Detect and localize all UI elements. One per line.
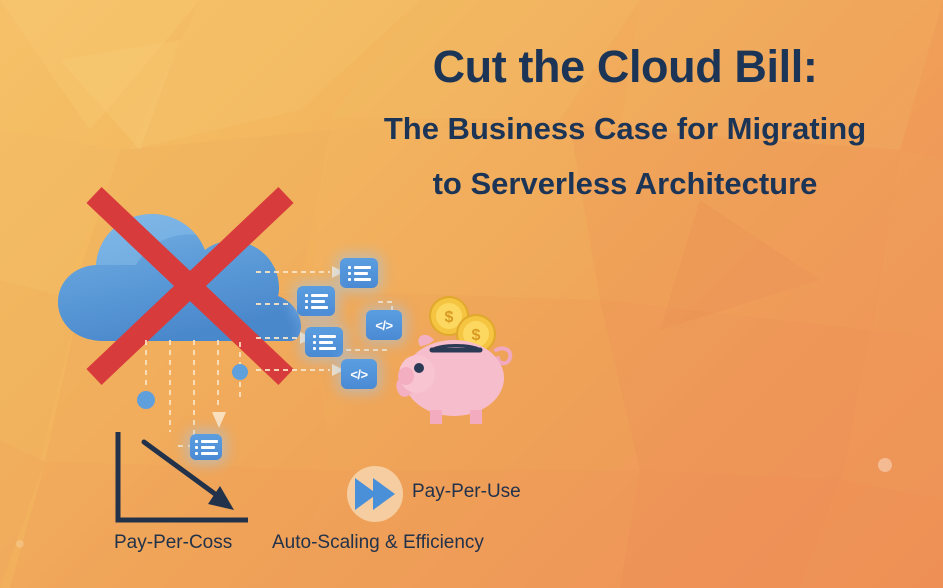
caption-pay-per-use: Pay-Per-Use xyxy=(412,481,521,502)
list-icon xyxy=(190,434,222,460)
title-block: Cut the Cloud Bill: The Business Case fo… xyxy=(330,44,920,201)
code-icon: </> xyxy=(341,359,377,389)
code-icon: </> xyxy=(366,310,402,340)
title-line-2: The Business Case for Migrating xyxy=(383,110,867,146)
piggy-bank-icon: $ $ xyxy=(396,296,513,424)
list-icon xyxy=(305,327,343,357)
caption-pay-per-cost: Pay-Per-Coss xyxy=(114,532,233,553)
list-icon xyxy=(340,258,378,288)
caption-auto-scaling: Auto-Scaling & Efficiency xyxy=(272,532,484,553)
fast-forward-icon xyxy=(347,466,403,522)
list-icon xyxy=(297,286,335,316)
title-line-3: to Serverless Architecture xyxy=(432,166,818,202)
cross-out-mark-icon xyxy=(86,187,294,385)
svg-text:$: $ xyxy=(472,327,481,344)
title-line-1: Cut the Cloud Bill: xyxy=(432,41,818,92)
background-dot xyxy=(16,540,24,548)
background-dot xyxy=(878,458,892,472)
declining-cost-chart xyxy=(115,432,248,523)
svg-text:$: $ xyxy=(445,309,454,326)
